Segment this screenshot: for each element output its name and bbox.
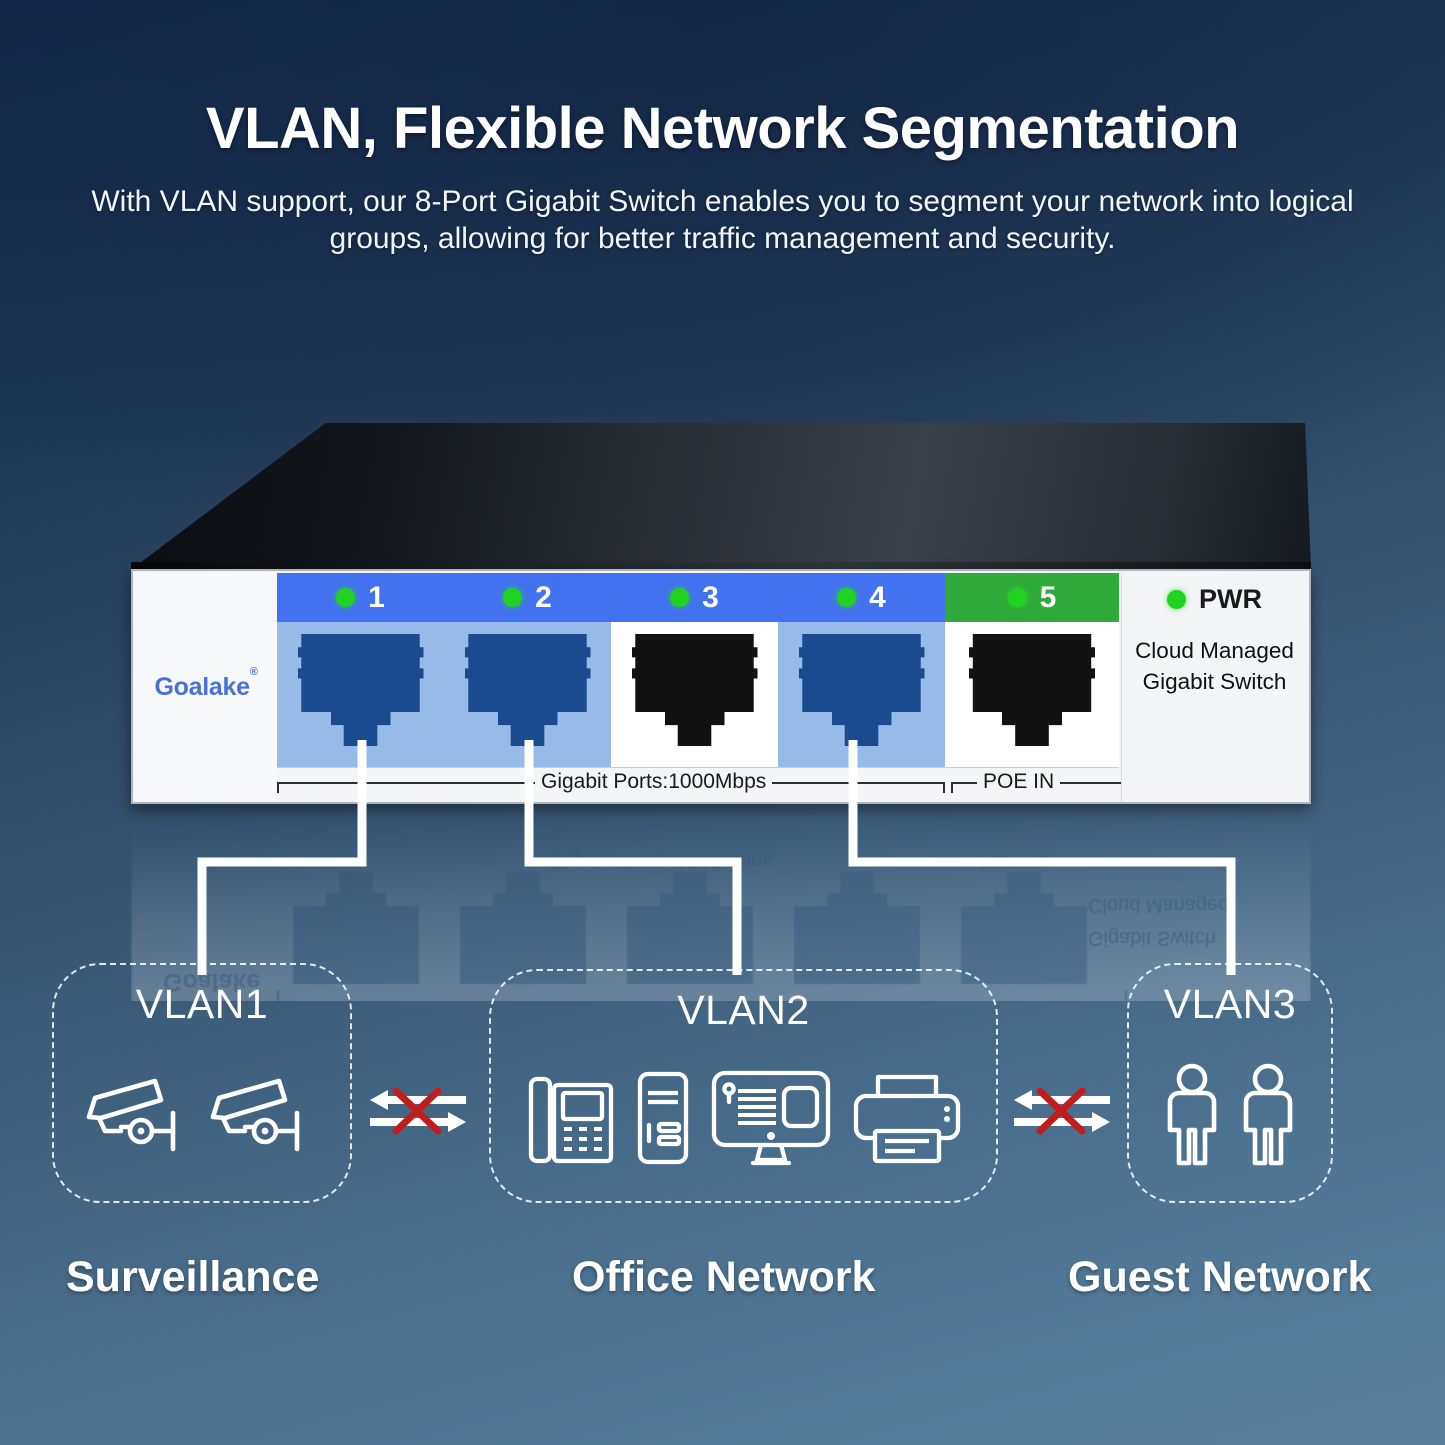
person-icon — [1243, 1063, 1293, 1166]
blocked-traffic-icon — [1014, 1087, 1110, 1135]
device-front-edge — [131, 562, 1311, 571]
vlan1-caption: Surveillance — [66, 1253, 320, 1301]
header: VLAN, Flexible Network Segmentation With… — [0, 0, 1445, 257]
rj45-port-2[interactable] — [444, 622, 611, 767]
caption-gigabit-ports: Gigabit Ports:1000Mbps — [535, 770, 773, 794]
model-line-1: Cloud Managed — [1135, 638, 1294, 663]
vlan-title: VLAN3 — [1163, 981, 1297, 1027]
led-indicator-icon — [670, 588, 690, 607]
vlan-group-3: VLAN3 — [1127, 963, 1333, 1203]
port-led-2: 2 — [444, 573, 611, 622]
brand-name: Goalake — [154, 673, 250, 701]
port-number-label: 3 — [702, 580, 719, 614]
cctv-camera-icon — [210, 1078, 300, 1151]
vlan-group-2: VLAN2 — [489, 969, 998, 1203]
vlan2-caption: Office Network — [572, 1253, 876, 1301]
led-indicator-icon — [1007, 588, 1027, 607]
blocked-traffic-icon — [370, 1087, 466, 1135]
rj45-port-3[interactable] — [611, 622, 778, 767]
vlan-title: VLAN2 — [677, 987, 810, 1033]
model-line-2: Gigabit Switch — [1142, 669, 1287, 695]
power-label: PWR — [1199, 584, 1262, 614]
led-indicator-icon — [503, 588, 523, 607]
port-led-1: 1 — [277, 573, 444, 622]
desktop-monitor-icon — [711, 1070, 830, 1165]
power-led-icon — [1167, 590, 1186, 609]
network-switch-device: Goalake® 1 2 3 4 5 — [131, 423, 1311, 811]
port-led-band: 1 2 3 4 5 — [277, 573, 1119, 622]
port-number-label: 5 — [1039, 580, 1057, 614]
device-front-panel: Goalake® 1 2 3 4 5 — [131, 569, 1311, 804]
vlan-title: VLAN1 — [135, 981, 269, 1027]
desk-phone-icon — [528, 1076, 613, 1163]
rj45-port-row — [277, 622, 1119, 768]
port-led-5: 5 — [945, 573, 1119, 622]
vlan-group-1: VLAN1 — [52, 963, 352, 1203]
rj45-port-1[interactable] — [277, 622, 444, 767]
page-title: VLAN, Flexible Network Segmentation — [205, 96, 1240, 161]
port-group-captions: Gigabit Ports:1000Mbps POE IN — [277, 768, 1127, 804]
caption-poe-in: POE IN — [977, 770, 1061, 794]
vlan3-caption: Guest Network — [1068, 1253, 1372, 1301]
cctv-camera-icon — [86, 1078, 176, 1151]
port-number-label: 2 — [535, 580, 552, 614]
rj45-port-4[interactable] — [778, 622, 945, 767]
port-number-label: 4 — [869, 580, 886, 614]
device-top-surface — [133, 423, 1311, 568]
pc-tower-icon — [637, 1071, 688, 1164]
printer-icon — [853, 1074, 960, 1163]
registered-mark-icon: ® — [249, 665, 258, 678]
person-icon — [1167, 1063, 1217, 1166]
port-led-4: 4 — [778, 573, 945, 622]
rj45-port-5-poe[interactable] — [945, 622, 1119, 767]
device-info-panel: PWR Cloud Managed Gigabit Switch — [1121, 573, 1307, 802]
port-led-3: 3 — [611, 573, 778, 622]
led-indicator-icon — [336, 588, 356, 607]
led-indicator-icon — [837, 588, 857, 607]
page-subtitle: With VLAN support, our 8-Port Gigabit Sw… — [91, 185, 1354, 255]
brand-logo: Goalake® — [135, 573, 277, 802]
port-number-label: 1 — [368, 580, 385, 614]
